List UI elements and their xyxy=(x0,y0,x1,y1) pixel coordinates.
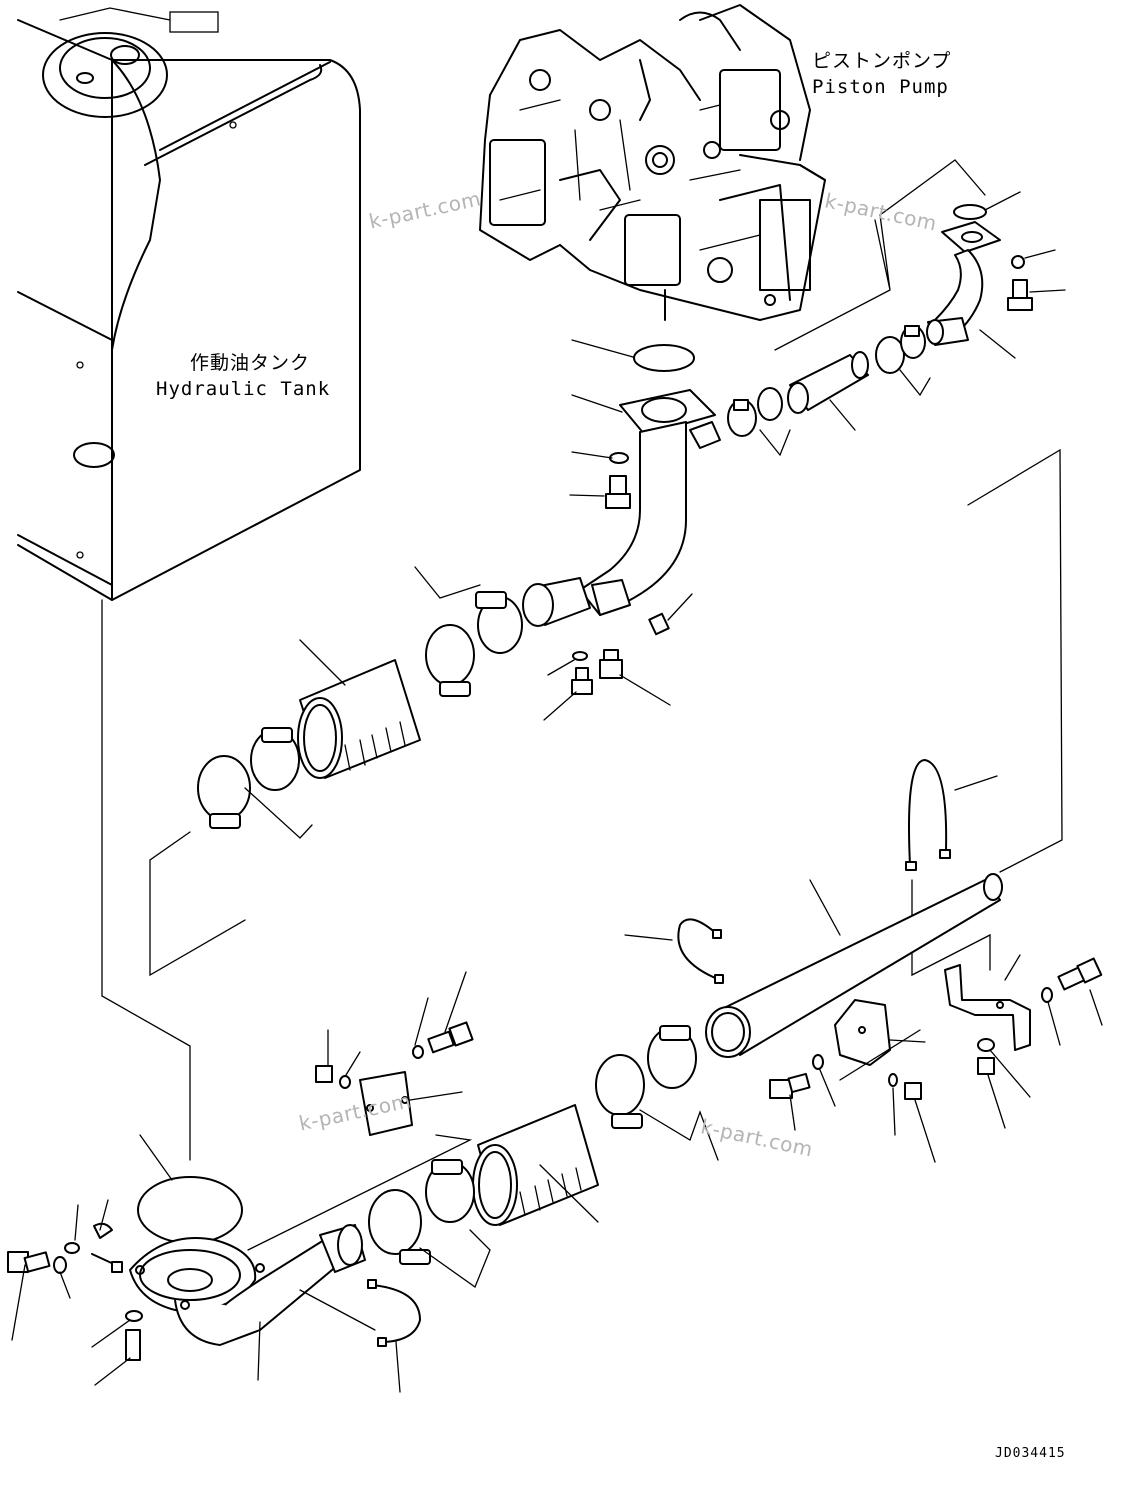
piston-pump xyxy=(479,4,826,321)
long-steel-pipe xyxy=(705,873,1003,1058)
piston-pump-label-en: Piston Pump xyxy=(812,76,949,98)
lower-left-fasteners xyxy=(7,1222,143,1361)
hydraulic-tank-label-jp: 作動油タンク xyxy=(190,352,311,374)
upper-main-hose xyxy=(197,591,523,829)
upper-suction-elbow xyxy=(926,204,1033,346)
bracket-nut-right xyxy=(977,1038,995,1075)
pump-outlet-elbow xyxy=(522,389,721,627)
bracket-right xyxy=(944,964,1031,1051)
u-bolt-mid xyxy=(677,918,724,984)
tank-suction-elbow xyxy=(129,1224,366,1346)
lower-o-ring xyxy=(137,1176,243,1244)
bracket-bolt-right xyxy=(1057,957,1103,991)
piston-pump-label-jp: ピストンポンプ xyxy=(812,50,952,72)
lower-clamp-block xyxy=(359,1071,413,1136)
u-bolt-upper xyxy=(905,759,951,871)
elbow-fittings xyxy=(571,612,670,695)
bracket-bolt-mid xyxy=(769,1072,811,1099)
upper-flange-bolt xyxy=(605,475,631,509)
bracket-mid xyxy=(834,999,891,1066)
drawing-code: JD034415 xyxy=(995,1446,1066,1461)
u-bolt-lower xyxy=(367,1279,421,1347)
upper-o-ring xyxy=(633,344,695,372)
lower-clamp-fasteners xyxy=(315,1021,474,1089)
hydraulic-tank xyxy=(17,7,361,601)
lower-main-hose xyxy=(368,1025,697,1265)
hydraulic-tank-label-en: Hydraulic Tank xyxy=(156,378,331,400)
small-hose xyxy=(727,325,926,437)
